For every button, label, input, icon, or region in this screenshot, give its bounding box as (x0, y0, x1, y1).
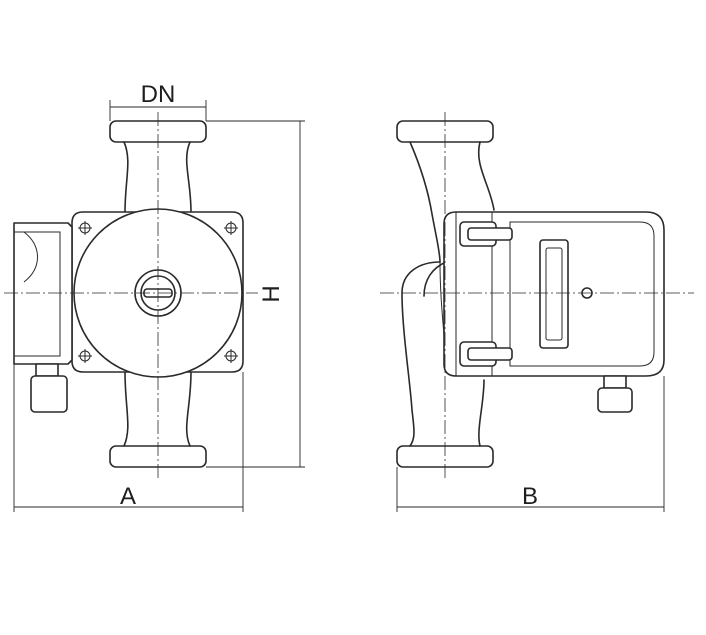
side-body-left-bottom (401, 261, 441, 447)
front-terminal-box-arc (23, 231, 38, 283)
b-label: B (522, 483, 538, 510)
side-body-right-top (477, 141, 495, 211)
dimension-dn: DN (109, 81, 207, 121)
front-top-neck (123, 141, 192, 213)
front-bolts (78, 221, 238, 363)
front-view (4, 112, 258, 480)
front-bottom-neck (123, 371, 192, 447)
dimension-a: A (13, 364, 244, 512)
side-motor-cover (509, 221, 655, 367)
front-gland (30, 375, 68, 413)
side-view (380, 112, 694, 480)
dimension-b: B (396, 376, 665, 512)
side-body-left-top (409, 141, 441, 263)
front-terminal-box (13, 222, 73, 365)
front-gland-nut (35, 363, 59, 377)
dn-label: DN (141, 81, 176, 108)
side-nameplate-inner (545, 247, 563, 341)
side-gland-nut (603, 375, 627, 389)
side-nameplate (539, 239, 569, 349)
dimension-h: H (206, 120, 305, 468)
side-lower-bracket-tab (467, 347, 513, 361)
front-terminal-box-inner (14, 231, 61, 357)
side-gland (597, 387, 633, 413)
a-label: A (120, 483, 136, 510)
side-upper-bracket-tab (467, 227, 513, 241)
side-body-inner (423, 261, 485, 447)
h-label: H (258, 285, 285, 302)
